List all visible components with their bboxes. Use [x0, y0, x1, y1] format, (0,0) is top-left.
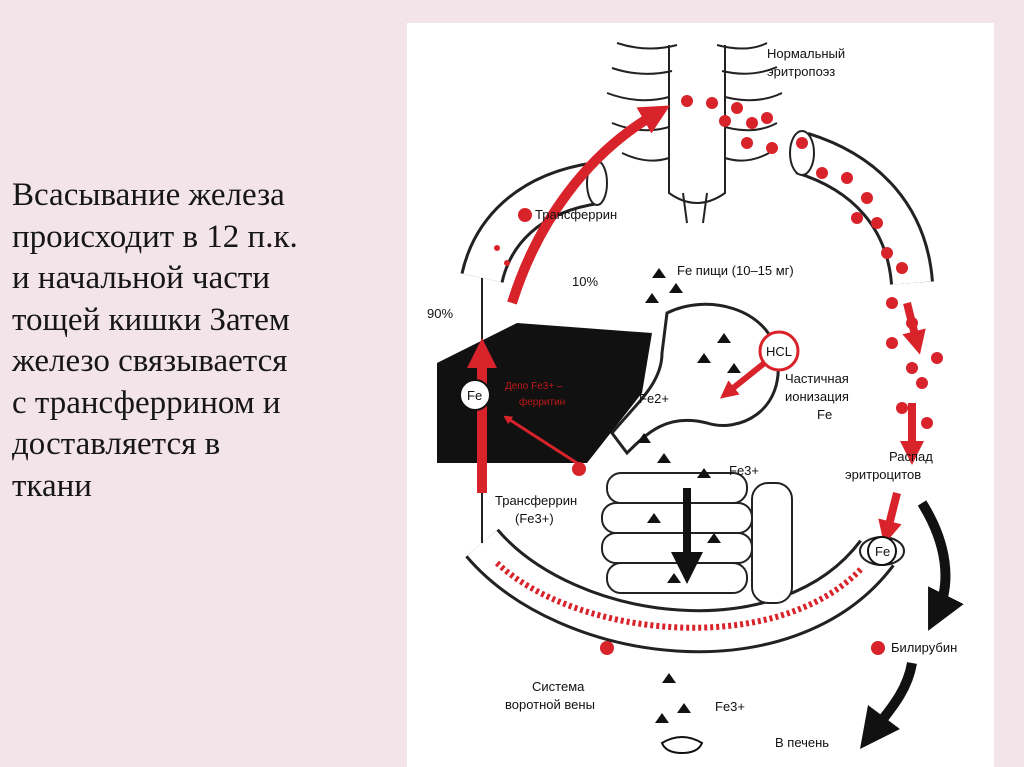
label-partial-ionization-2: ионизация	[785, 389, 849, 404]
label-bilirubin: Билирубин	[891, 640, 957, 655]
vessel-upper-right	[790, 131, 912, 283]
slide-text-line: ткани	[12, 466, 372, 508]
slide-text-line: происходит в 12 п.к.	[12, 217, 372, 259]
label-rbc-breakdown-2: эритроцитов	[845, 467, 921, 482]
label-normal-erythropoiesis-1: Нормальный	[767, 46, 845, 61]
label-normal-erythropoiesis-2: эритропоэз	[767, 64, 835, 79]
slide-text-line: и начальной части	[12, 258, 372, 300]
label-90pct: 90%	[427, 306, 453, 321]
label-portal-system-2: воротной вены	[505, 697, 595, 712]
label-partial-ionization-1: Частичная	[785, 371, 849, 386]
label-fe-vessel: Fe	[875, 544, 890, 559]
label-depot-2: ферритин	[519, 396, 565, 408]
label-depot-1: Депо Fe3+ –	[505, 381, 563, 392]
label-portal-system-1: Система	[532, 679, 585, 694]
slide-text-line: Всасывание железа	[12, 175, 372, 217]
slide-text-line: доставляется в	[12, 424, 372, 466]
label-transferrin-top: Трансферрин	[535, 207, 617, 222]
diagram-canvas: Нормальный эритропоэз Трансферрин Fe пищ…	[407, 23, 994, 767]
arrow-to-fe	[887, 493, 897, 533]
slide-text-line: железо связывается	[12, 341, 372, 383]
label-fe-food: Fe пищи (10–15 мг)	[677, 263, 794, 278]
label-rbc-breakdown-1: Распад	[889, 449, 933, 464]
label-fe-liver: Fe	[467, 388, 482, 403]
intestines	[602, 473, 792, 603]
label-to-liver: В печень	[775, 735, 829, 750]
label-fe3plus-mid: Fe3+	[729, 463, 759, 478]
label-hcl: HCL	[766, 344, 792, 359]
label-transferrin-bottom-1: Трансферрин	[495, 493, 577, 508]
slide-text-line: с трансферрином и	[12, 383, 372, 425]
label-fe3plus-bottom: Fe3+	[715, 699, 745, 714]
arrow-bilirubin	[922, 503, 945, 613]
cup-icon	[662, 737, 702, 753]
label-fe2plus: Fe2+	[639, 391, 669, 406]
label-10pct: 10%	[572, 274, 598, 289]
iron-metabolism-diagram: Нормальный эритропоэз Трансферрин Fe пищ…	[407, 23, 994, 767]
slide-text-line: тощей кишки Затем	[12, 300, 372, 342]
label-partial-ionization-3: Fe	[817, 407, 832, 422]
label-transferrin-bottom-2: (Fe3+)	[515, 511, 554, 526]
arrow-to-liver	[872, 663, 912, 733]
